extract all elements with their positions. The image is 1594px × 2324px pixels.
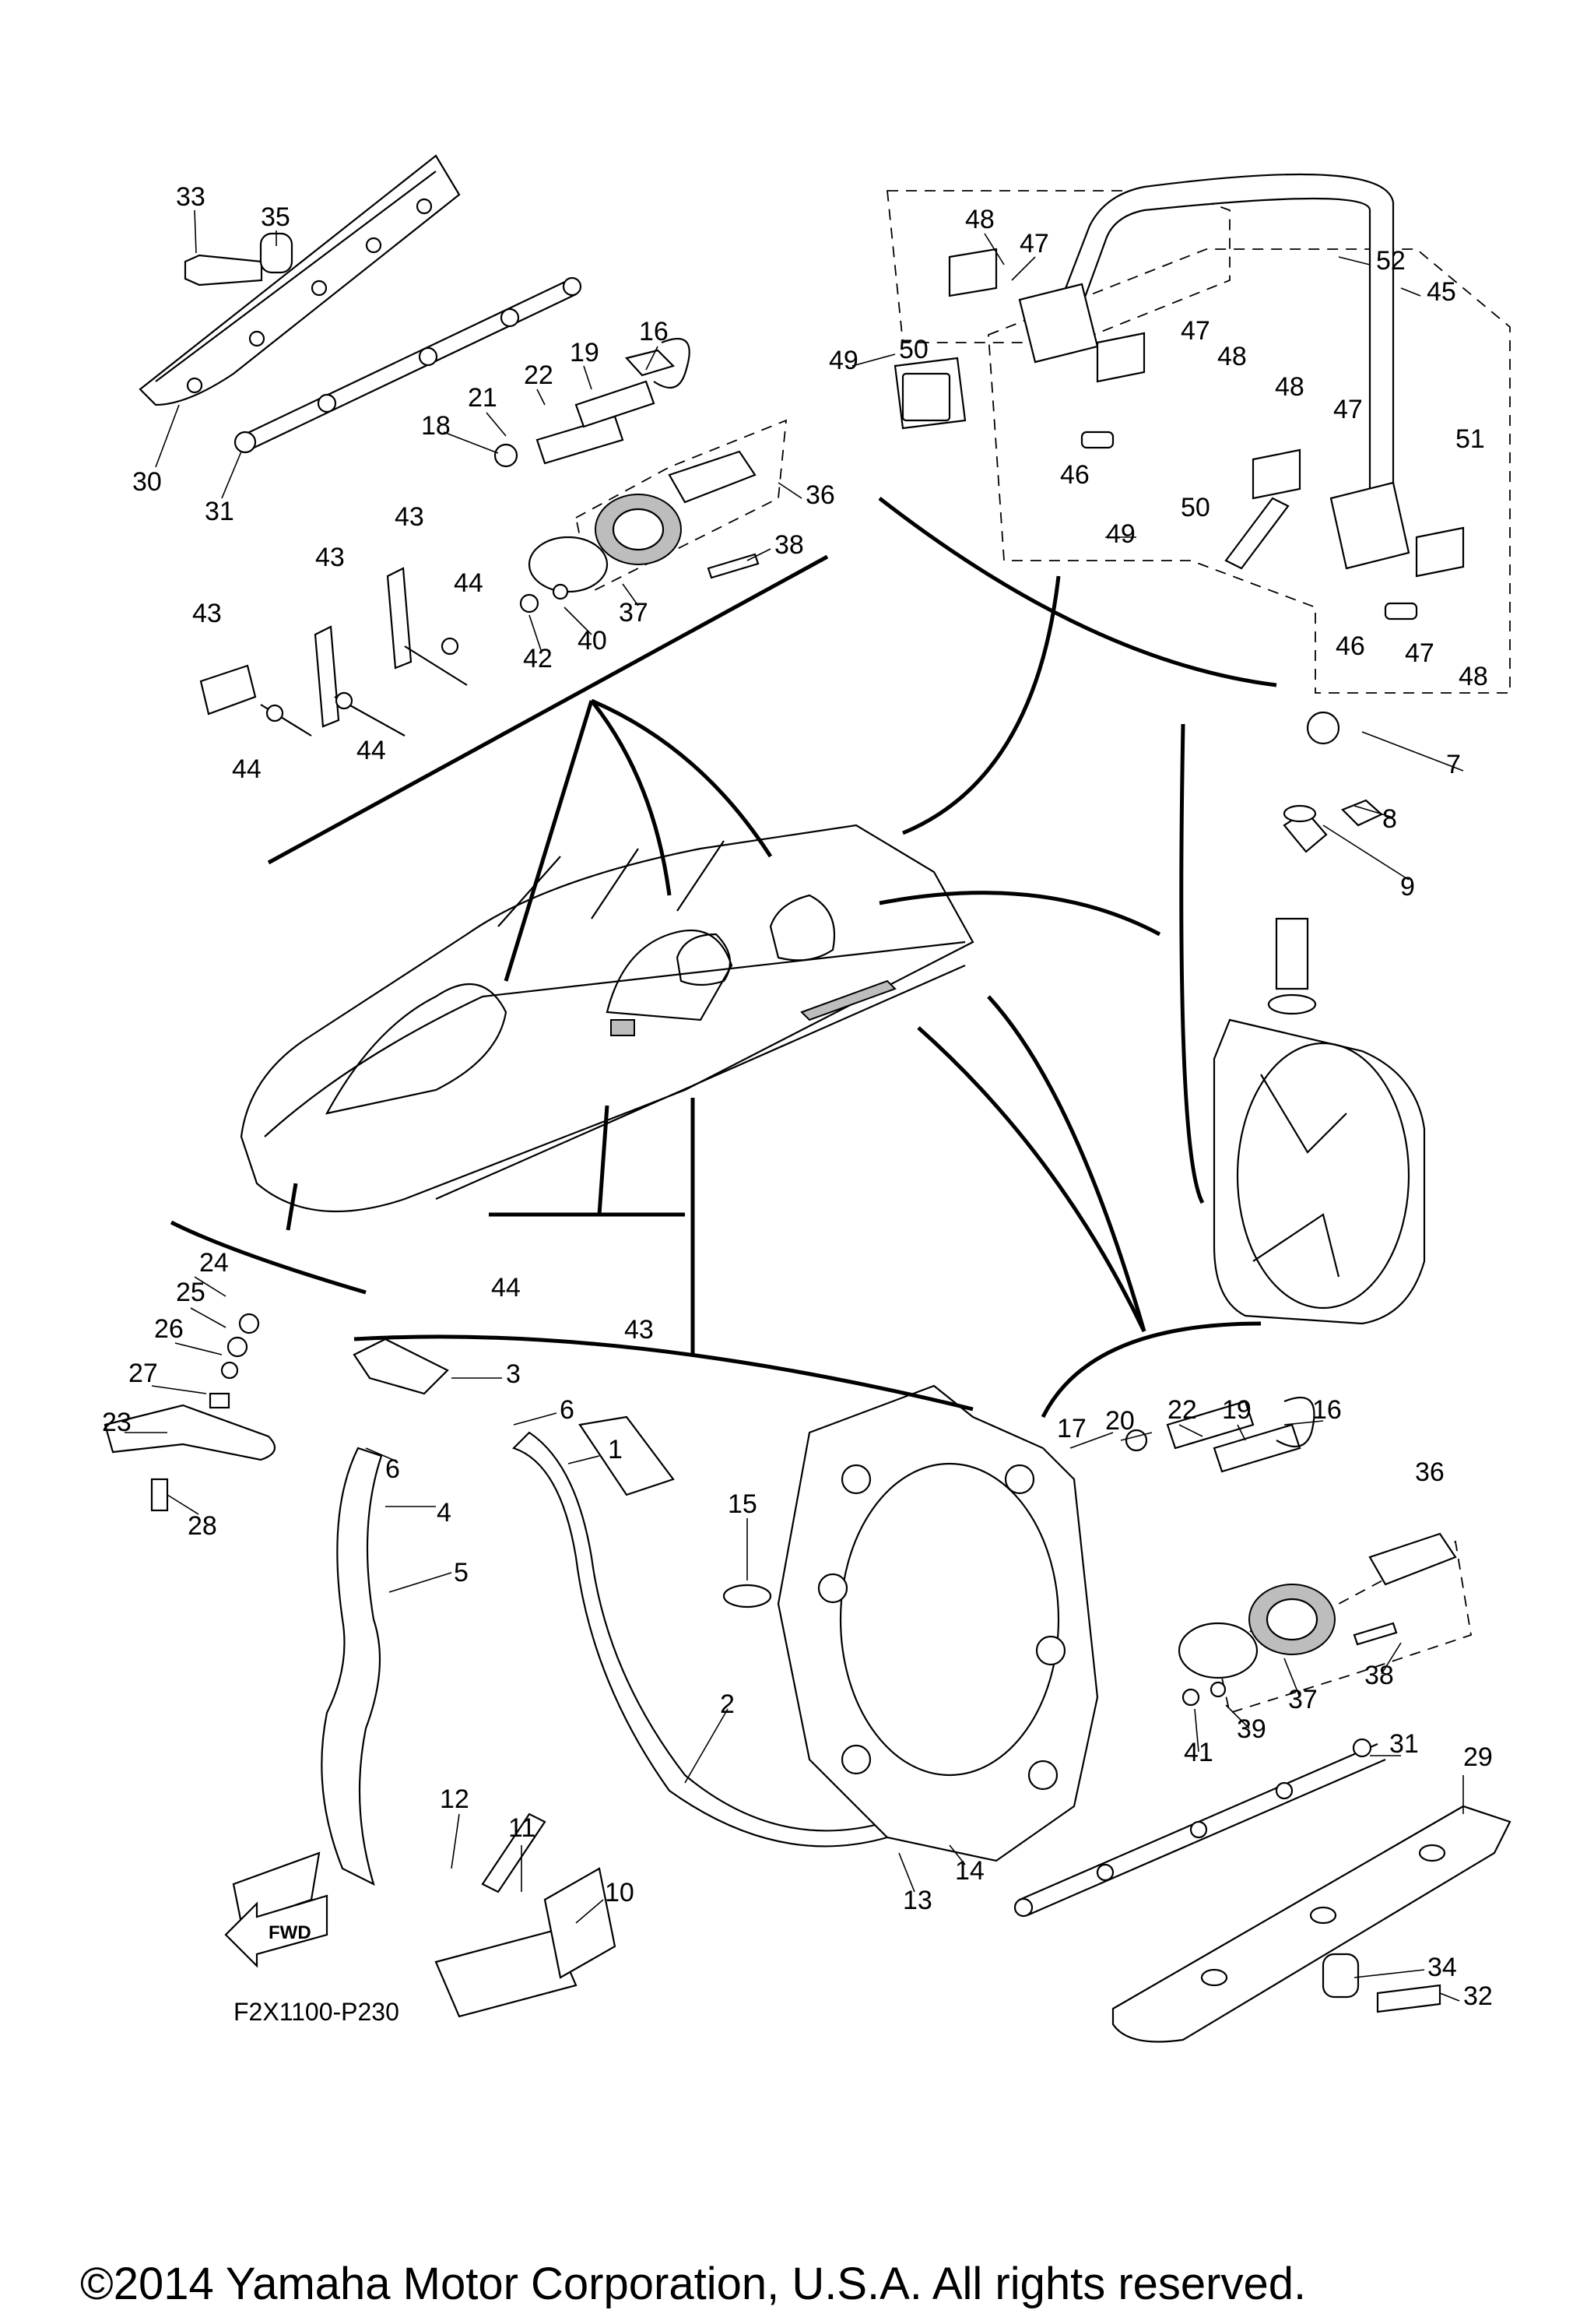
fwd-label: FWD — [269, 1922, 311, 1943]
callout-19: 19 — [1222, 1395, 1252, 1425]
callout-51: 51 — [1455, 424, 1485, 454]
callout-47: 47 — [1405, 638, 1434, 668]
callout-6: 6 — [560, 1395, 574, 1425]
callout-22: 22 — [1167, 1395, 1197, 1425]
callout-12: 12 — [440, 1784, 469, 1814]
callout-31: 31 — [205, 497, 234, 526]
callout-37: 37 — [619, 598, 648, 628]
callout-13: 13 — [903, 1886, 932, 1915]
callout-43: 43 — [315, 543, 345, 572]
callout-38: 38 — [1364, 1661, 1394, 1690]
mounting-brackets-left — [199, 567, 468, 737]
callout-43: 43 — [624, 1315, 654, 1345]
indicator-arrows — [286, 575, 1161, 1355]
callout-20: 20 — [1105, 1406, 1135, 1436]
anchor-hardware-top — [493, 338, 788, 614]
jet-mount-plate — [722, 1384, 1099, 1862]
callout-22: 22 — [524, 360, 553, 390]
callout-37: 37 — [1288, 1685, 1318, 1714]
callout-35: 35 — [261, 202, 290, 232]
callout-17: 17 — [1057, 1414, 1087, 1443]
group-brackets — [170, 497, 1277, 1419]
callout-47: 47 — [1181, 316, 1210, 346]
callout-5: 5 — [454, 1558, 469, 1587]
callout-36: 36 — [806, 480, 835, 510]
callout-15: 15 — [728, 1489, 757, 1519]
callout-42: 42 — [523, 644, 553, 673]
callout-44: 44 — [232, 754, 262, 784]
callout-10: 10 — [605, 1878, 634, 1907]
diagram-code: F2X1100-P230 — [233, 1998, 399, 2026]
callout-labels: 33 35 30 31 16 19 22 21 18 36 38 37 40 4… — [102, 182, 1493, 2011]
lower-right-hardware — [1013, 1397, 1511, 2043]
callout-41: 41 — [1184, 1738, 1213, 1767]
callout-48: 48 — [1217, 342, 1247, 371]
callout-1: 1 — [608, 1435, 623, 1464]
callout-29: 29 — [1463, 1742, 1493, 1772]
callout-4: 4 — [437, 1498, 451, 1528]
callout-16: 16 — [1312, 1395, 1342, 1425]
forward-arrow-icon: FWD — [224, 1894, 328, 1968]
callout-49: 49 — [829, 346, 858, 375]
callout-46: 46 — [1336, 631, 1365, 661]
callout-31: 31 — [1389, 1729, 1419, 1759]
callout-45: 45 — [1427, 277, 1456, 307]
callout-50: 50 — [899, 335, 929, 364]
callout-27: 27 — [128, 1359, 158, 1388]
callout-43: 43 — [395, 502, 424, 532]
callout-47: 47 — [1020, 229, 1049, 258]
callout-21: 21 — [468, 383, 497, 413]
callout-19: 19 — [570, 338, 599, 367]
callout-47: 47 — [1333, 395, 1363, 424]
callout-40: 40 — [578, 626, 607, 656]
callout-3: 3 — [506, 1359, 521, 1389]
callout-52: 52 — [1376, 246, 1406, 276]
callout-2: 2 — [720, 1689, 735, 1719]
callout-49: 49 — [1106, 519, 1136, 549]
jet-pump-housing — [1213, 711, 1426, 1325]
callout-24: 24 — [199, 1248, 229, 1278]
watercraft-hull — [240, 824, 974, 1213]
copyright-notice: ©2014 Yamaha Motor Corporation, U.S.A. A… — [80, 2259, 1306, 2309]
callout-14: 14 — [955, 1856, 985, 1886]
callout-18: 18 — [421, 411, 451, 441]
callout-28: 28 — [188, 1511, 217, 1541]
callout-36: 36 — [1415, 1457, 1445, 1487]
callout-16: 16 — [639, 317, 669, 346]
callout-46: 46 — [1060, 460, 1090, 490]
callout-9: 9 — [1400, 872, 1415, 902]
callout-32: 32 — [1463, 1981, 1493, 2011]
callout-7: 7 — [1446, 750, 1461, 779]
callout-48: 48 — [1275, 372, 1304, 402]
callout-11: 11 — [508, 1813, 535, 1843]
callout-44: 44 — [356, 736, 386, 765]
lower-left-hardware — [104, 1313, 889, 2018]
callout-38: 38 — [774, 530, 804, 560]
callout-8: 8 — [1382, 804, 1397, 834]
callout-44: 44 — [491, 1273, 521, 1303]
callout-30: 30 — [132, 467, 162, 497]
callout-39: 39 — [1237, 1714, 1266, 1744]
callout-44: 44 — [454, 568, 483, 598]
upper-left-rail-group — [139, 154, 582, 454]
callout-50: 50 — [1181, 493, 1210, 522]
grab-handle-group — [887, 173, 1511, 694]
callout-43: 43 — [192, 599, 222, 628]
leader-lines — [125, 209, 1464, 2002]
callout-26: 26 — [154, 1314, 184, 1344]
callout-34: 34 — [1427, 1953, 1457, 1982]
callout-48: 48 — [1459, 662, 1488, 691]
callout-33: 33 — [176, 182, 205, 212]
callout-25: 25 — [176, 1278, 205, 1307]
callout-48: 48 — [965, 205, 995, 234]
callout-6: 6 — [385, 1454, 400, 1484]
